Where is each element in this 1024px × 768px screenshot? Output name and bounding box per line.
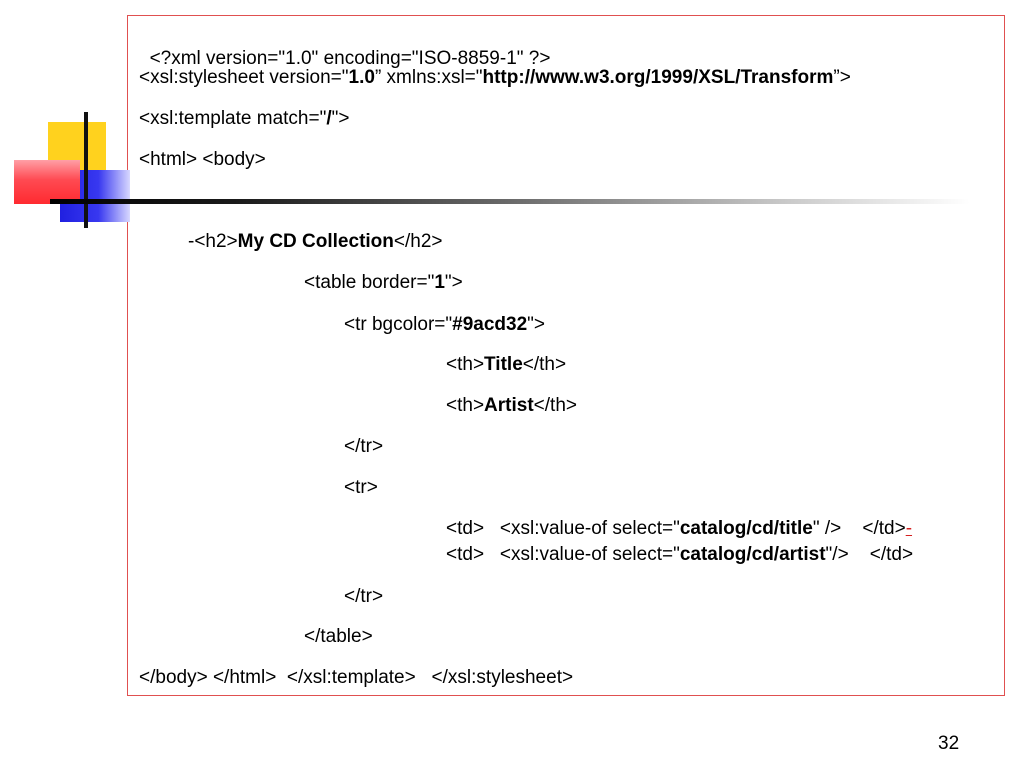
code-text: </body> </html> </xsl:template> </xsl:st…	[139, 667, 574, 688]
code-text: -<h2>	[188, 231, 238, 252]
code-value: 1	[434, 272, 445, 293]
code-line-th-artist: <th>Artist</th>	[446, 395, 577, 417]
code-text: <th>	[446, 354, 485, 375]
code-line-table-close: </table>	[304, 626, 373, 648]
code-text: <html> <body>	[139, 149, 266, 170]
logo-vertical-line	[84, 112, 88, 228]
code-text: ” xmlns:xsl="	[374, 67, 483, 88]
code-line-html-body-open: <html> <body>	[139, 149, 266, 171]
code-text: ">	[527, 314, 545, 335]
code-line-tr-open: <tr>	[344, 477, 378, 499]
title-divider-rule	[50, 199, 970, 204]
code-value: My CD Collection	[237, 231, 394, 252]
code-value: http://www.w3.org/1999/XSL/Transform	[482, 67, 834, 88]
code-value: Title	[484, 354, 523, 375]
code-text: </tr>	[344, 436, 384, 457]
page-number: 32	[938, 733, 960, 754]
code-text: ”>	[833, 67, 851, 88]
code-text: " /> </td>	[812, 518, 906, 539]
code-text: <td> <xsl:value-of select="	[446, 518, 680, 539]
code-line-stylesheet-open: <xsl:stylesheet version="1.0” xmlns:xsl=…	[139, 67, 851, 89]
code-text: <xsl:stylesheet version="	[139, 67, 349, 88]
logo-red-square	[14, 160, 80, 204]
code-text: </th>	[522, 354, 567, 375]
code-text: </th>	[533, 395, 577, 416]
code-text: <th>	[446, 395, 485, 416]
code-line-tr-close: </tr>	[344, 436, 383, 458]
code-value: Artist	[484, 395, 534, 416]
code-line-tr-bgcolor: <tr bgcolor="#9acd32">	[344, 314, 545, 336]
code-text: "/> </td>	[825, 544, 914, 565]
code-text: <td> <xsl:value-of select="	[446, 544, 680, 565]
code-value: catalog/cd/artist	[679, 544, 826, 565]
code-text: </table>	[304, 626, 373, 647]
code-text: </tr>	[344, 586, 384, 607]
code-value: /	[326, 108, 332, 129]
code-line-table-open: <table border="1">	[304, 272, 463, 294]
code-value: 1.0	[348, 67, 375, 88]
code-text: <?xml version="1.0" encoding="ISO-8859-1…	[149, 48, 551, 69]
slide-frame	[127, 15, 1005, 696]
code-text: ">	[444, 272, 463, 293]
code-line-h2: -<h2>My CD Collection</h2>	[188, 231, 443, 253]
code-text: <tr bgcolor="	[344, 314, 453, 335]
code-text: <tr>	[344, 477, 378, 498]
code-text: <xsl:template match="	[139, 108, 327, 129]
code-line-td-artist: <td> <xsl:value-of select="catalog/cd/ar…	[446, 544, 913, 566]
code-line-tr-close-2: </tr>	[344, 586, 383, 608]
code-line-closing-tags: </body> </html> </xsl:template> </xsl:st…	[139, 667, 573, 689]
code-line-td-title: <td> <xsl:value-of select="catalog/cd/ti…	[446, 518, 912, 540]
red-dash-marker: -	[905, 518, 913, 539]
code-line-template-open: <xsl:template match="/">	[139, 108, 349, 130]
code-line-xml-declaration: <?xml version="1.0" encoding="ISO-8859-1…	[139, 26, 551, 70]
code-value: #9acd32	[452, 314, 528, 335]
code-line-th-title: <th>Title</th>	[446, 354, 566, 376]
code-text: <table border="	[304, 272, 435, 293]
code-text: </h2>	[393, 231, 443, 252]
code-value: catalog/cd/title	[679, 518, 813, 539]
code-text: ">	[331, 108, 350, 129]
